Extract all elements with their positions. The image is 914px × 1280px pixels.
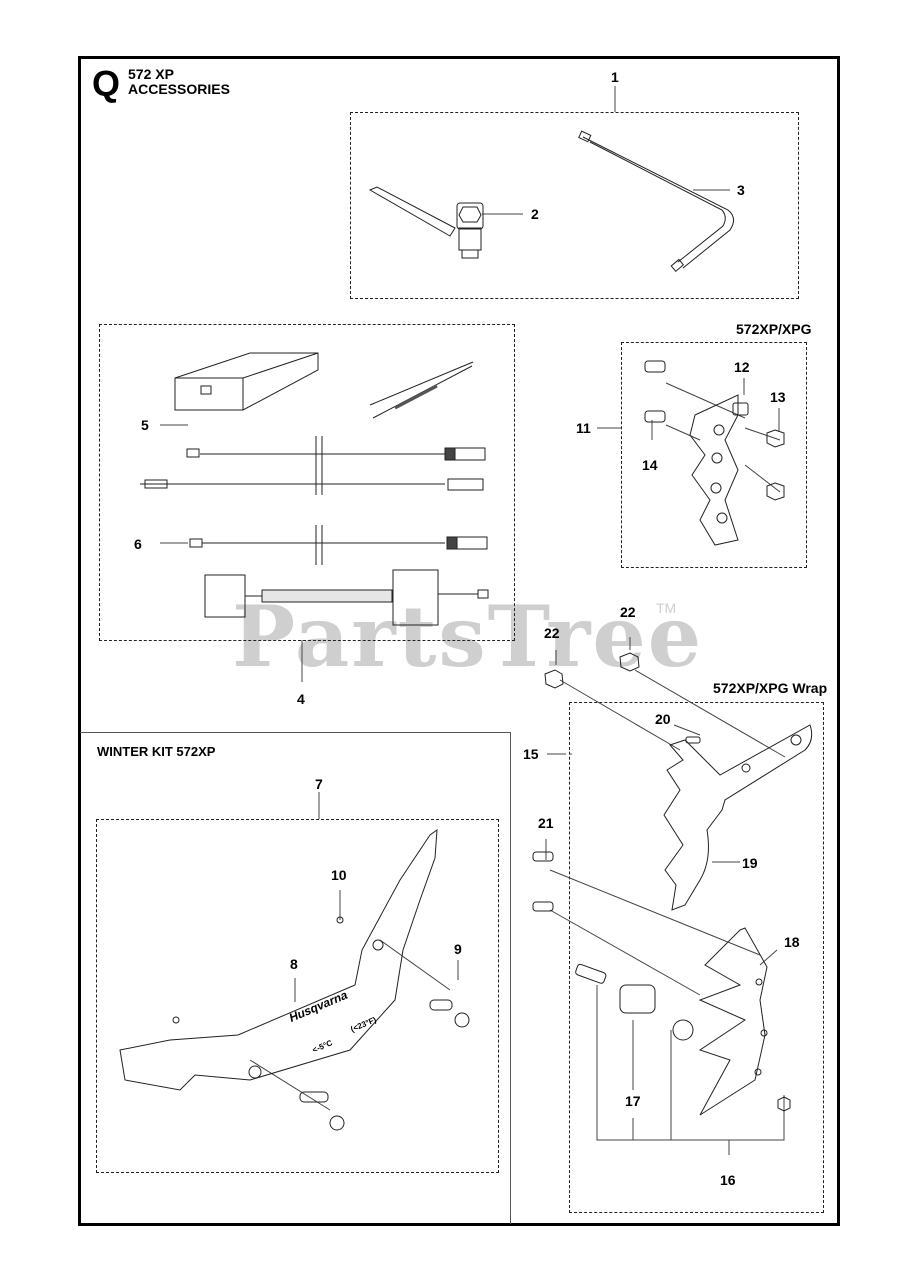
callout-3[interactable]: 3 xyxy=(737,182,745,198)
bumper-spike-xpg-drawing xyxy=(644,360,785,546)
winter-kit-panel xyxy=(80,732,510,733)
callout-20[interactable]: 20 xyxy=(655,711,671,727)
tweezers-drawing xyxy=(369,361,474,419)
nut-22-drawing xyxy=(544,652,640,689)
group-label-winter-kit: WINTER KIT 572XP xyxy=(97,744,216,759)
group-label-xpg-wrap: 572XP/XPG Wrap xyxy=(713,680,828,696)
section-letter: Q xyxy=(92,63,121,104)
callout-12[interactable]: 12 xyxy=(734,359,750,375)
callout-11[interactable]: 11 xyxy=(576,420,591,436)
callout-9[interactable]: 9 xyxy=(454,941,462,957)
callout-1[interactable]: 1 xyxy=(611,69,619,85)
callout-14[interactable]: 14 xyxy=(642,457,658,473)
cable-5-drawing xyxy=(140,436,486,495)
watermark: PartsTree xyxy=(232,587,704,686)
section-title: ACCESSORIES xyxy=(128,81,230,97)
callout-2[interactable]: 2 xyxy=(531,206,539,222)
callout-10[interactable]: 10 xyxy=(331,867,347,883)
callout-8[interactable]: 8 xyxy=(290,956,298,972)
spanner-drawing xyxy=(368,186,484,259)
bumper-spike-19-drawing xyxy=(663,724,813,911)
callout-7[interactable]: 7 xyxy=(315,776,323,792)
callout-5[interactable]: 5 xyxy=(141,417,149,433)
callout-4[interactable]: 4 xyxy=(297,691,305,707)
callout-16[interactable]: 16 xyxy=(720,1172,736,1188)
bumper-spike-18-drawing xyxy=(698,927,768,1116)
callout-21[interactable]: 21 xyxy=(538,815,554,831)
cable-6-drawing xyxy=(189,525,488,565)
winter-cover-drawing xyxy=(119,828,470,1131)
callout-17[interactable]: 17 xyxy=(625,1093,641,1109)
harness-drawing xyxy=(204,569,489,626)
callout-6[interactable]: 6 xyxy=(134,536,142,552)
group-box-bumper-spike-xpg xyxy=(621,342,807,568)
group-label-xpg: 572XP/XPG xyxy=(736,321,812,337)
model-name: 572 XP xyxy=(128,66,174,82)
group-box-bumper-spike-wrap xyxy=(569,702,824,1213)
diagnostic-box-drawing xyxy=(174,352,319,411)
group-box-diagnostic-kit xyxy=(99,324,515,641)
callout-13[interactable]: 13 xyxy=(770,389,786,405)
group-box-tool-kit xyxy=(350,112,799,299)
diagram-frame xyxy=(78,56,840,1226)
callout-15[interactable]: 15 xyxy=(523,746,539,762)
group-box-winter-kit xyxy=(96,819,499,1173)
callout-18[interactable]: 18 xyxy=(784,934,800,950)
callout-22-right[interactable]: 22 xyxy=(620,604,636,620)
callout-19[interactable]: 19 xyxy=(742,855,758,871)
watermark-trademark: TM xyxy=(656,600,677,616)
leader-lines xyxy=(160,86,786,1155)
callout-22-left[interactable]: 22 xyxy=(544,625,560,641)
spacer-17-drawing xyxy=(575,963,791,1112)
winter-kit-panel-divider xyxy=(510,732,511,1224)
page-title: 572 XP ACCESSORIES xyxy=(128,67,230,97)
screws-wrap-drawing xyxy=(532,736,701,912)
torx-key-drawing xyxy=(578,130,734,272)
